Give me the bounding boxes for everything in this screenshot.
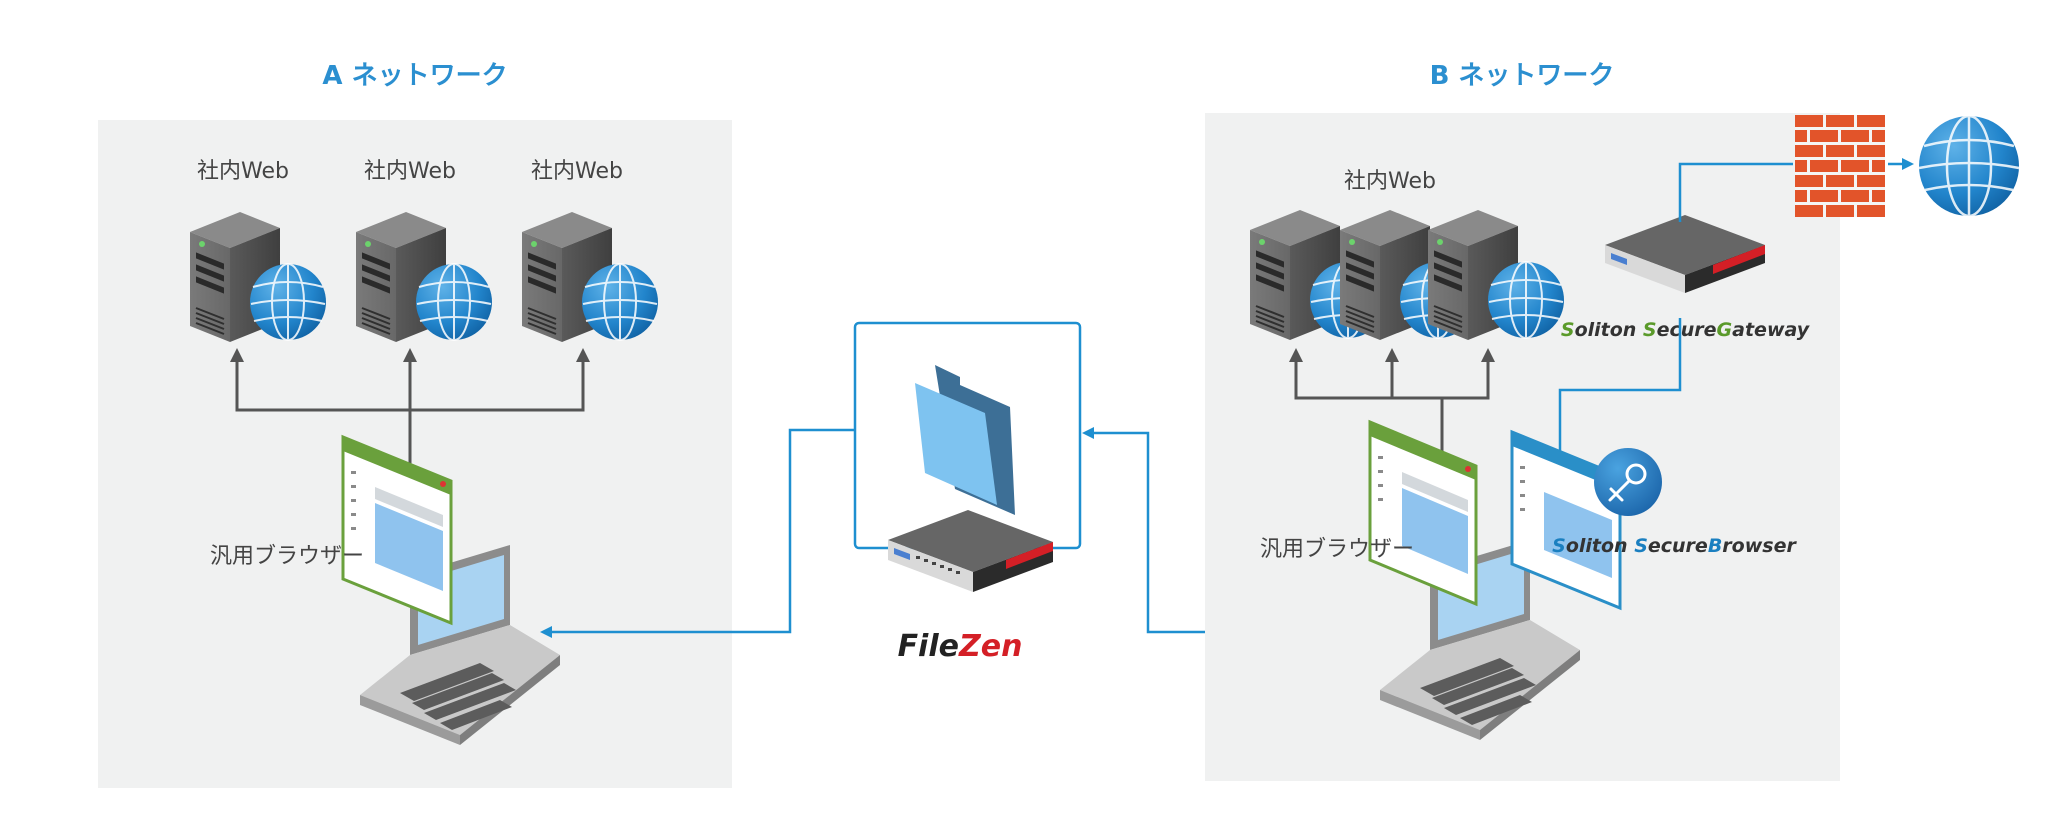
globe-icon bbox=[1917, 114, 2021, 218]
folder-icon bbox=[915, 365, 1015, 515]
browser-b-label: 汎用ブラウザー bbox=[1260, 537, 1414, 562]
server-b-label: 社内Web bbox=[1344, 169, 1436, 194]
key-icon bbox=[1594, 448, 1662, 516]
network-a-title: A ネットワーク bbox=[322, 61, 507, 91]
appliance-icon bbox=[888, 510, 1053, 592]
appliance-icon bbox=[1605, 215, 1765, 293]
server-a2-label: 社内Web bbox=[364, 159, 456, 184]
browser-a-label: 汎用ブラウザー bbox=[210, 544, 364, 569]
server-a1-label: 社内Web bbox=[197, 159, 289, 184]
browser-window-icon bbox=[1510, 429, 1622, 611]
secure-browser-logo: Soliton SecureBrowser bbox=[1552, 535, 1797, 557]
secure-gateway-logo: Soliton SecureGateway bbox=[1561, 319, 1811, 341]
network-b-server-connectors bbox=[1294, 360, 1490, 460]
network-b-title: B ネットワーク bbox=[1430, 61, 1615, 91]
filezen-logo: FileZen bbox=[898, 629, 1023, 664]
server-a3-label: 社内Web bbox=[531, 159, 623, 184]
network-a-server-connectors bbox=[235, 358, 585, 470]
browser-window-icon bbox=[341, 434, 453, 626]
browser-window-icon bbox=[1368, 419, 1478, 607]
firewall-icon bbox=[1795, 115, 1885, 217]
